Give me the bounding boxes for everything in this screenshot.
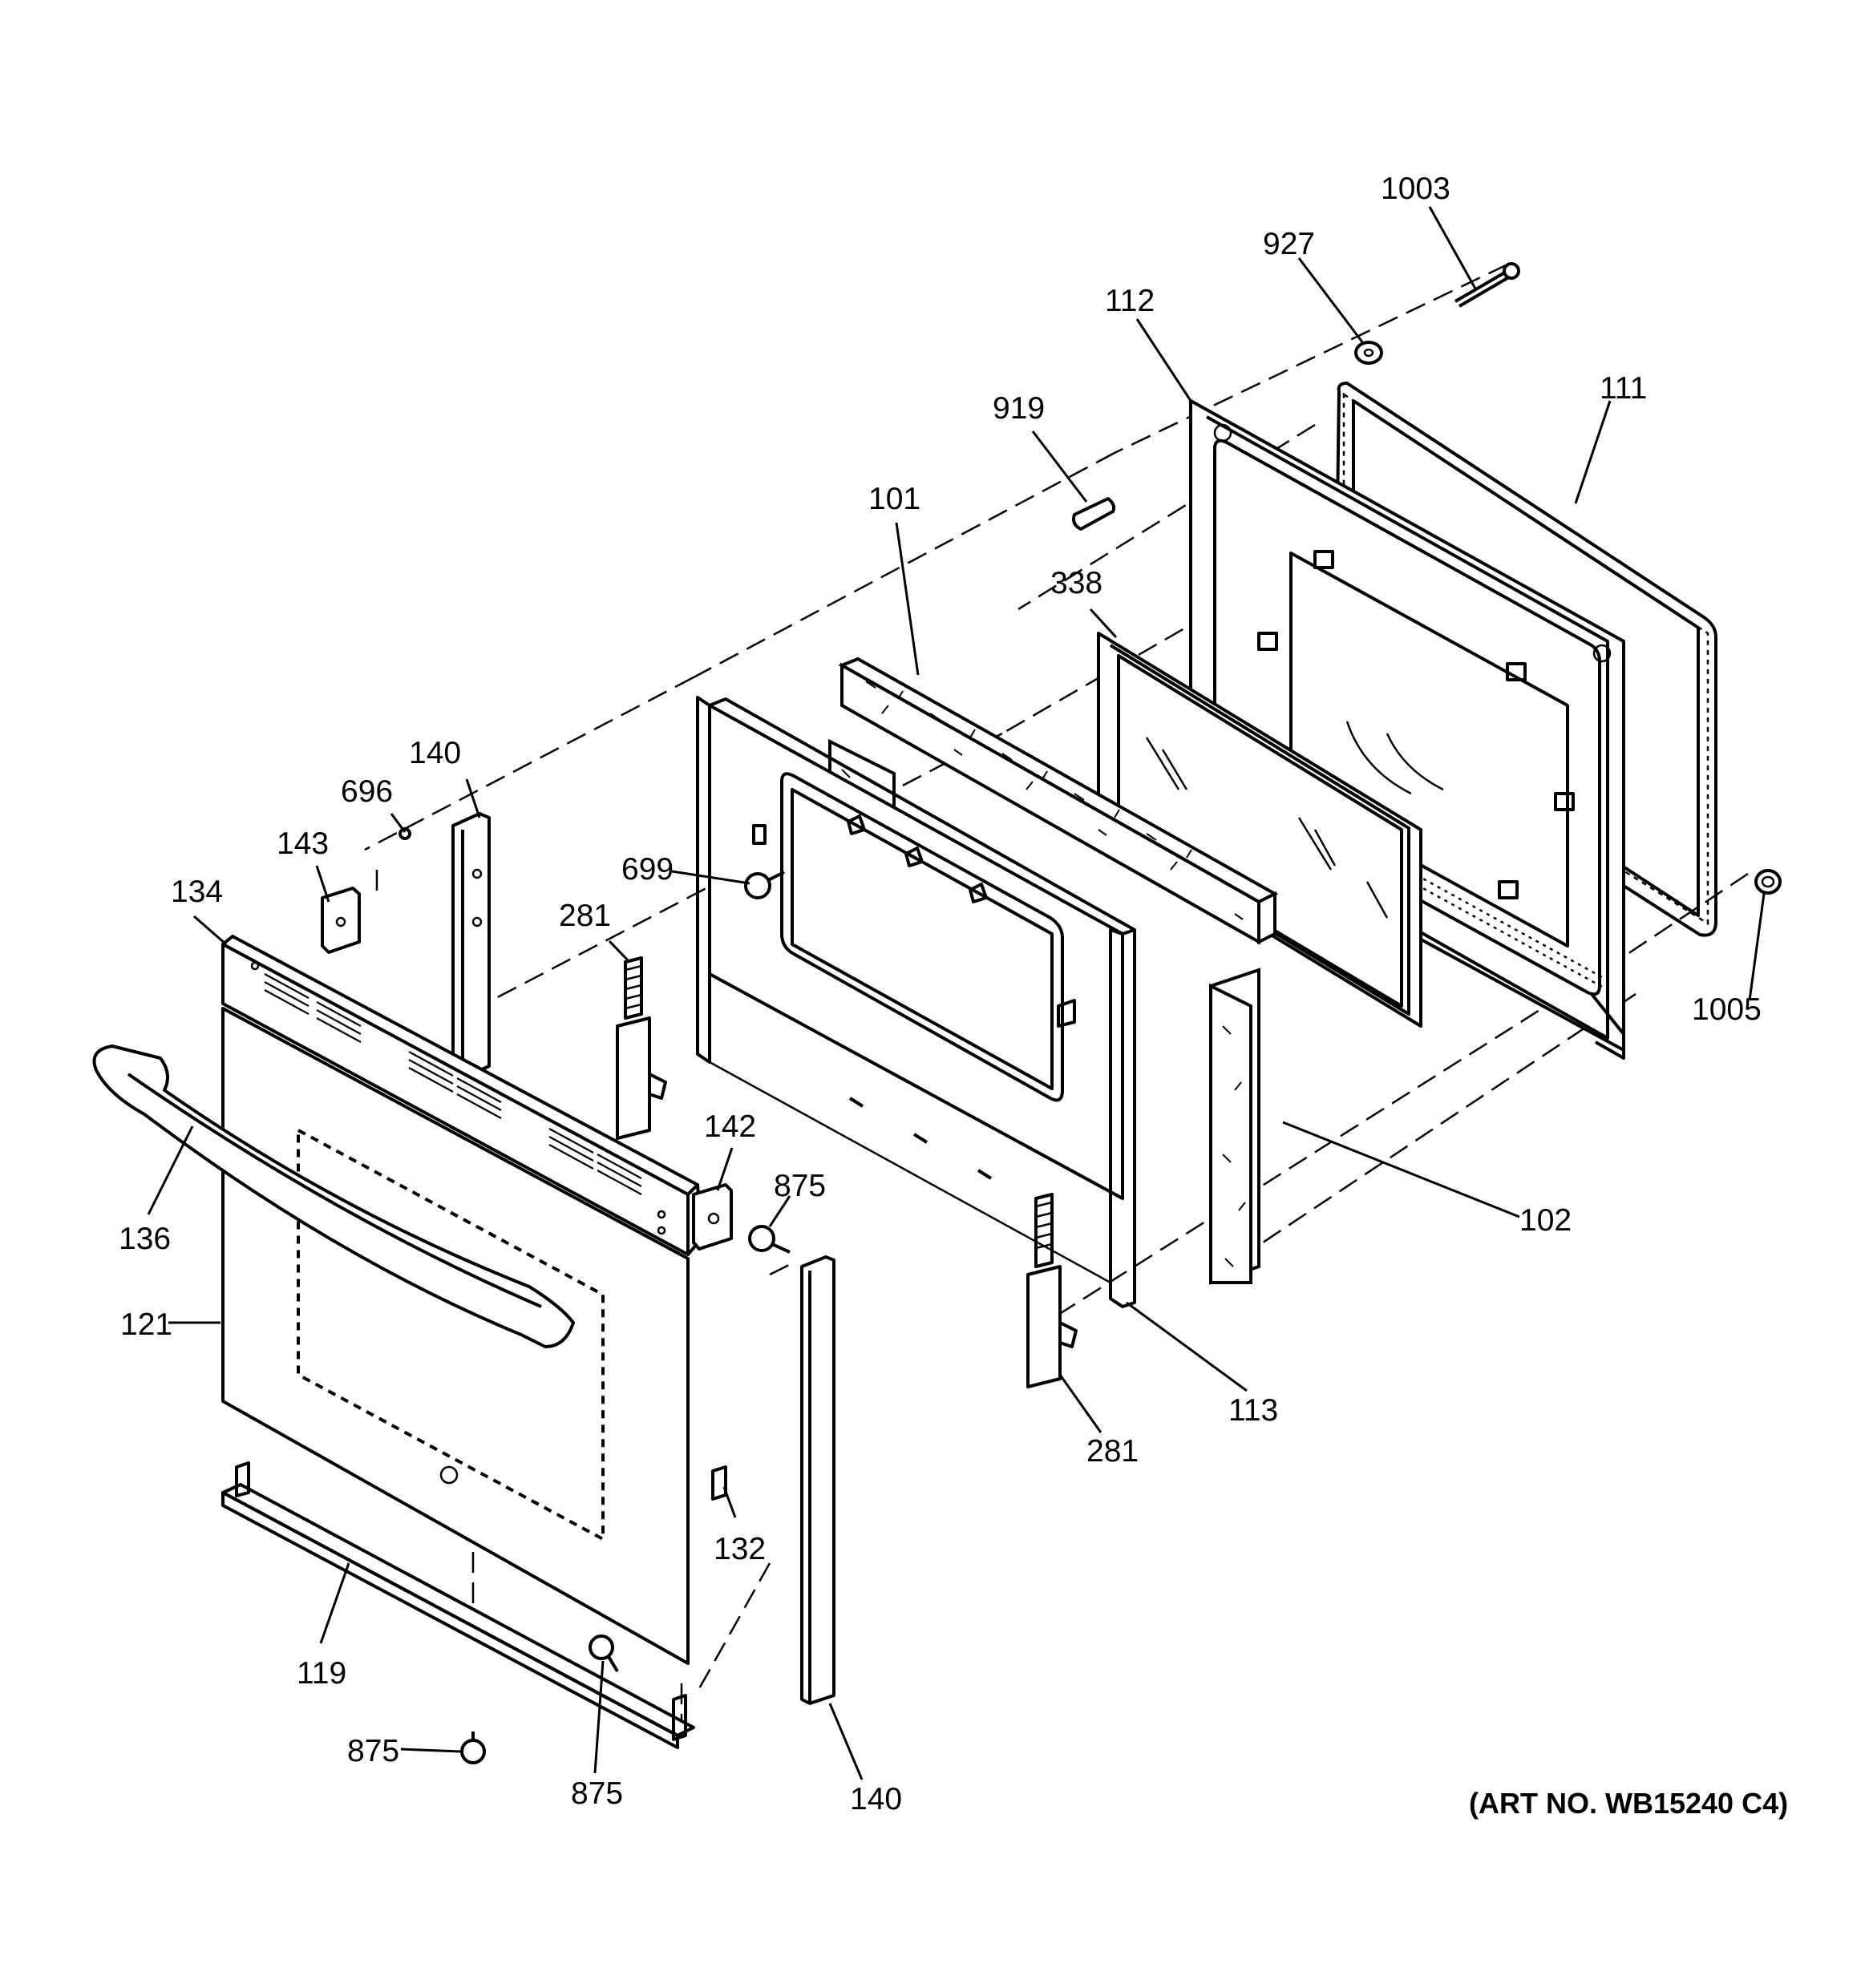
screw-699: [744, 871, 785, 899]
leader-lines: [147, 206, 1766, 1780]
callout-121: 121: [120, 1307, 172, 1342]
vent-slots: [264, 973, 642, 1195]
hinge-281-left: [616, 956, 667, 1140]
callout-1003: 1003: [1381, 172, 1450, 206]
callout-102: 102: [1519, 1203, 1572, 1238]
callout-140-top: 140: [409, 736, 461, 770]
callout-101: 101: [868, 482, 920, 516]
side-rail-140-upper: [451, 812, 491, 1080]
spacer-919: [1072, 497, 1116, 531]
callout-696: 696: [341, 774, 393, 809]
inner-door-frame-102: [696, 696, 1136, 1308]
callout-919: 919: [993, 391, 1045, 426]
bottom-trim-119: [221, 1461, 695, 1749]
art-number: (ART NO. WB15240 C4): [1469, 1787, 1788, 1820]
bracket-142: [692, 1183, 733, 1251]
callout-113: 113: [1228, 1393, 1278, 1428]
callout-875-bottom: 875: [571, 1776, 623, 1811]
callout-875-left: 875: [347, 1734, 399, 1768]
bracket-143: [321, 887, 361, 954]
pin-696: [398, 827, 411, 840]
screw-875-mid: [748, 1225, 791, 1254]
hinge-281-right: [1026, 1193, 1078, 1388]
plug-1005: [1754, 869, 1782, 895]
door-handle-136: [92, 1045, 575, 1348]
screw-875-left: [460, 1731, 486, 1764]
callout-281-right: 281: [1086, 1434, 1139, 1469]
side-rail-140-lower: [800, 1255, 835, 1705]
callout-143: 143: [277, 826, 329, 861]
callout-119: 119: [297, 1656, 346, 1691]
outer-door-panel-121: [221, 1007, 727, 1665]
inner-door-liner-112: [1189, 399, 1625, 1060]
assembly-guide-lines: [364, 263, 1749, 1731]
screw-875-bottom: [589, 1634, 619, 1673]
callout-134: 134: [171, 875, 223, 909]
callout-112: 112: [1105, 284, 1155, 318]
callout-1005: 1005: [1692, 992, 1762, 1027]
callout-338: 338: [1050, 566, 1102, 600]
callout-111: 111: [1600, 371, 1647, 406]
callout-140-bottom: 140: [850, 1782, 902, 1816]
screw-1003: [1454, 262, 1520, 308]
washer-927: [1354, 341, 1383, 365]
callout-132: 132: [714, 1532, 766, 1566]
vent-trim-134: [221, 935, 703, 1256]
callout-927: 927: [1263, 227, 1315, 261]
callout-699: 699: [621, 852, 674, 887]
callout-142: 142: [704, 1109, 756, 1144]
callout-875-mid: 875: [774, 1169, 826, 1203]
callout-281-left: 281: [559, 899, 611, 933]
callout-labels: 1003 927 112 111 919 101 338 140 696 143…: [119, 172, 1788, 1820]
callout-136: 136: [119, 1222, 171, 1256]
